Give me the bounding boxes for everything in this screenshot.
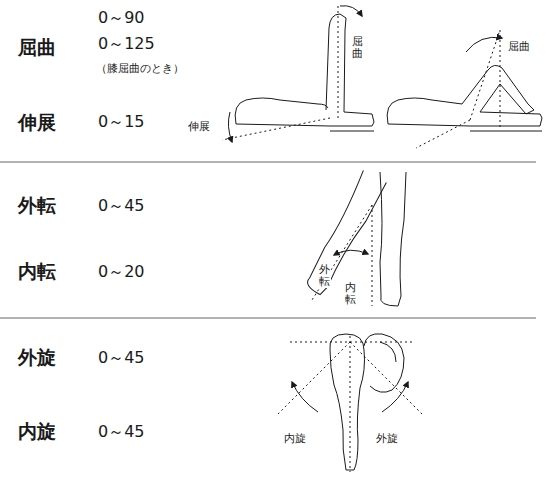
range-value: 0～90 — [98, 8, 145, 27]
divider — [0, 318, 536, 319]
row-name: 屈曲 — [18, 36, 56, 59]
figure-label: 内旋 — [283, 432, 307, 445]
range-value: 0～45 — [98, 196, 145, 215]
figure-label: 伸展 — [188, 120, 210, 133]
rotation-figure — [278, 334, 422, 472]
standing-legs — [302, 170, 406, 306]
range-note: （膝屈曲のとき） — [96, 62, 184, 75]
figure-label: 屈曲 — [508, 40, 530, 53]
range-value: 0～45 — [98, 348, 145, 367]
row-name: 伸展 — [18, 111, 56, 134]
figure-label: 外転 — [318, 264, 331, 288]
supine-figure-straight — [222, 6, 374, 142]
row-name: 内旋 — [18, 420, 56, 443]
range-value: 0～125 — [98, 34, 155, 53]
row-name: 外旋 — [18, 346, 56, 369]
figure-label: 内転 — [344, 282, 357, 306]
row-name: 内転 — [18, 260, 56, 283]
row-name: 外転 — [18, 194, 56, 217]
figure-label: 外旋 — [375, 432, 399, 445]
supine-figure-bent-knee — [387, 30, 542, 148]
divider — [0, 162, 536, 163]
figure-label: 屈曲 — [351, 36, 364, 60]
range-value: 0～45 — [98, 422, 145, 441]
range-value: 0～20 — [98, 262, 145, 281]
range-value: 0～15 — [98, 112, 145, 131]
